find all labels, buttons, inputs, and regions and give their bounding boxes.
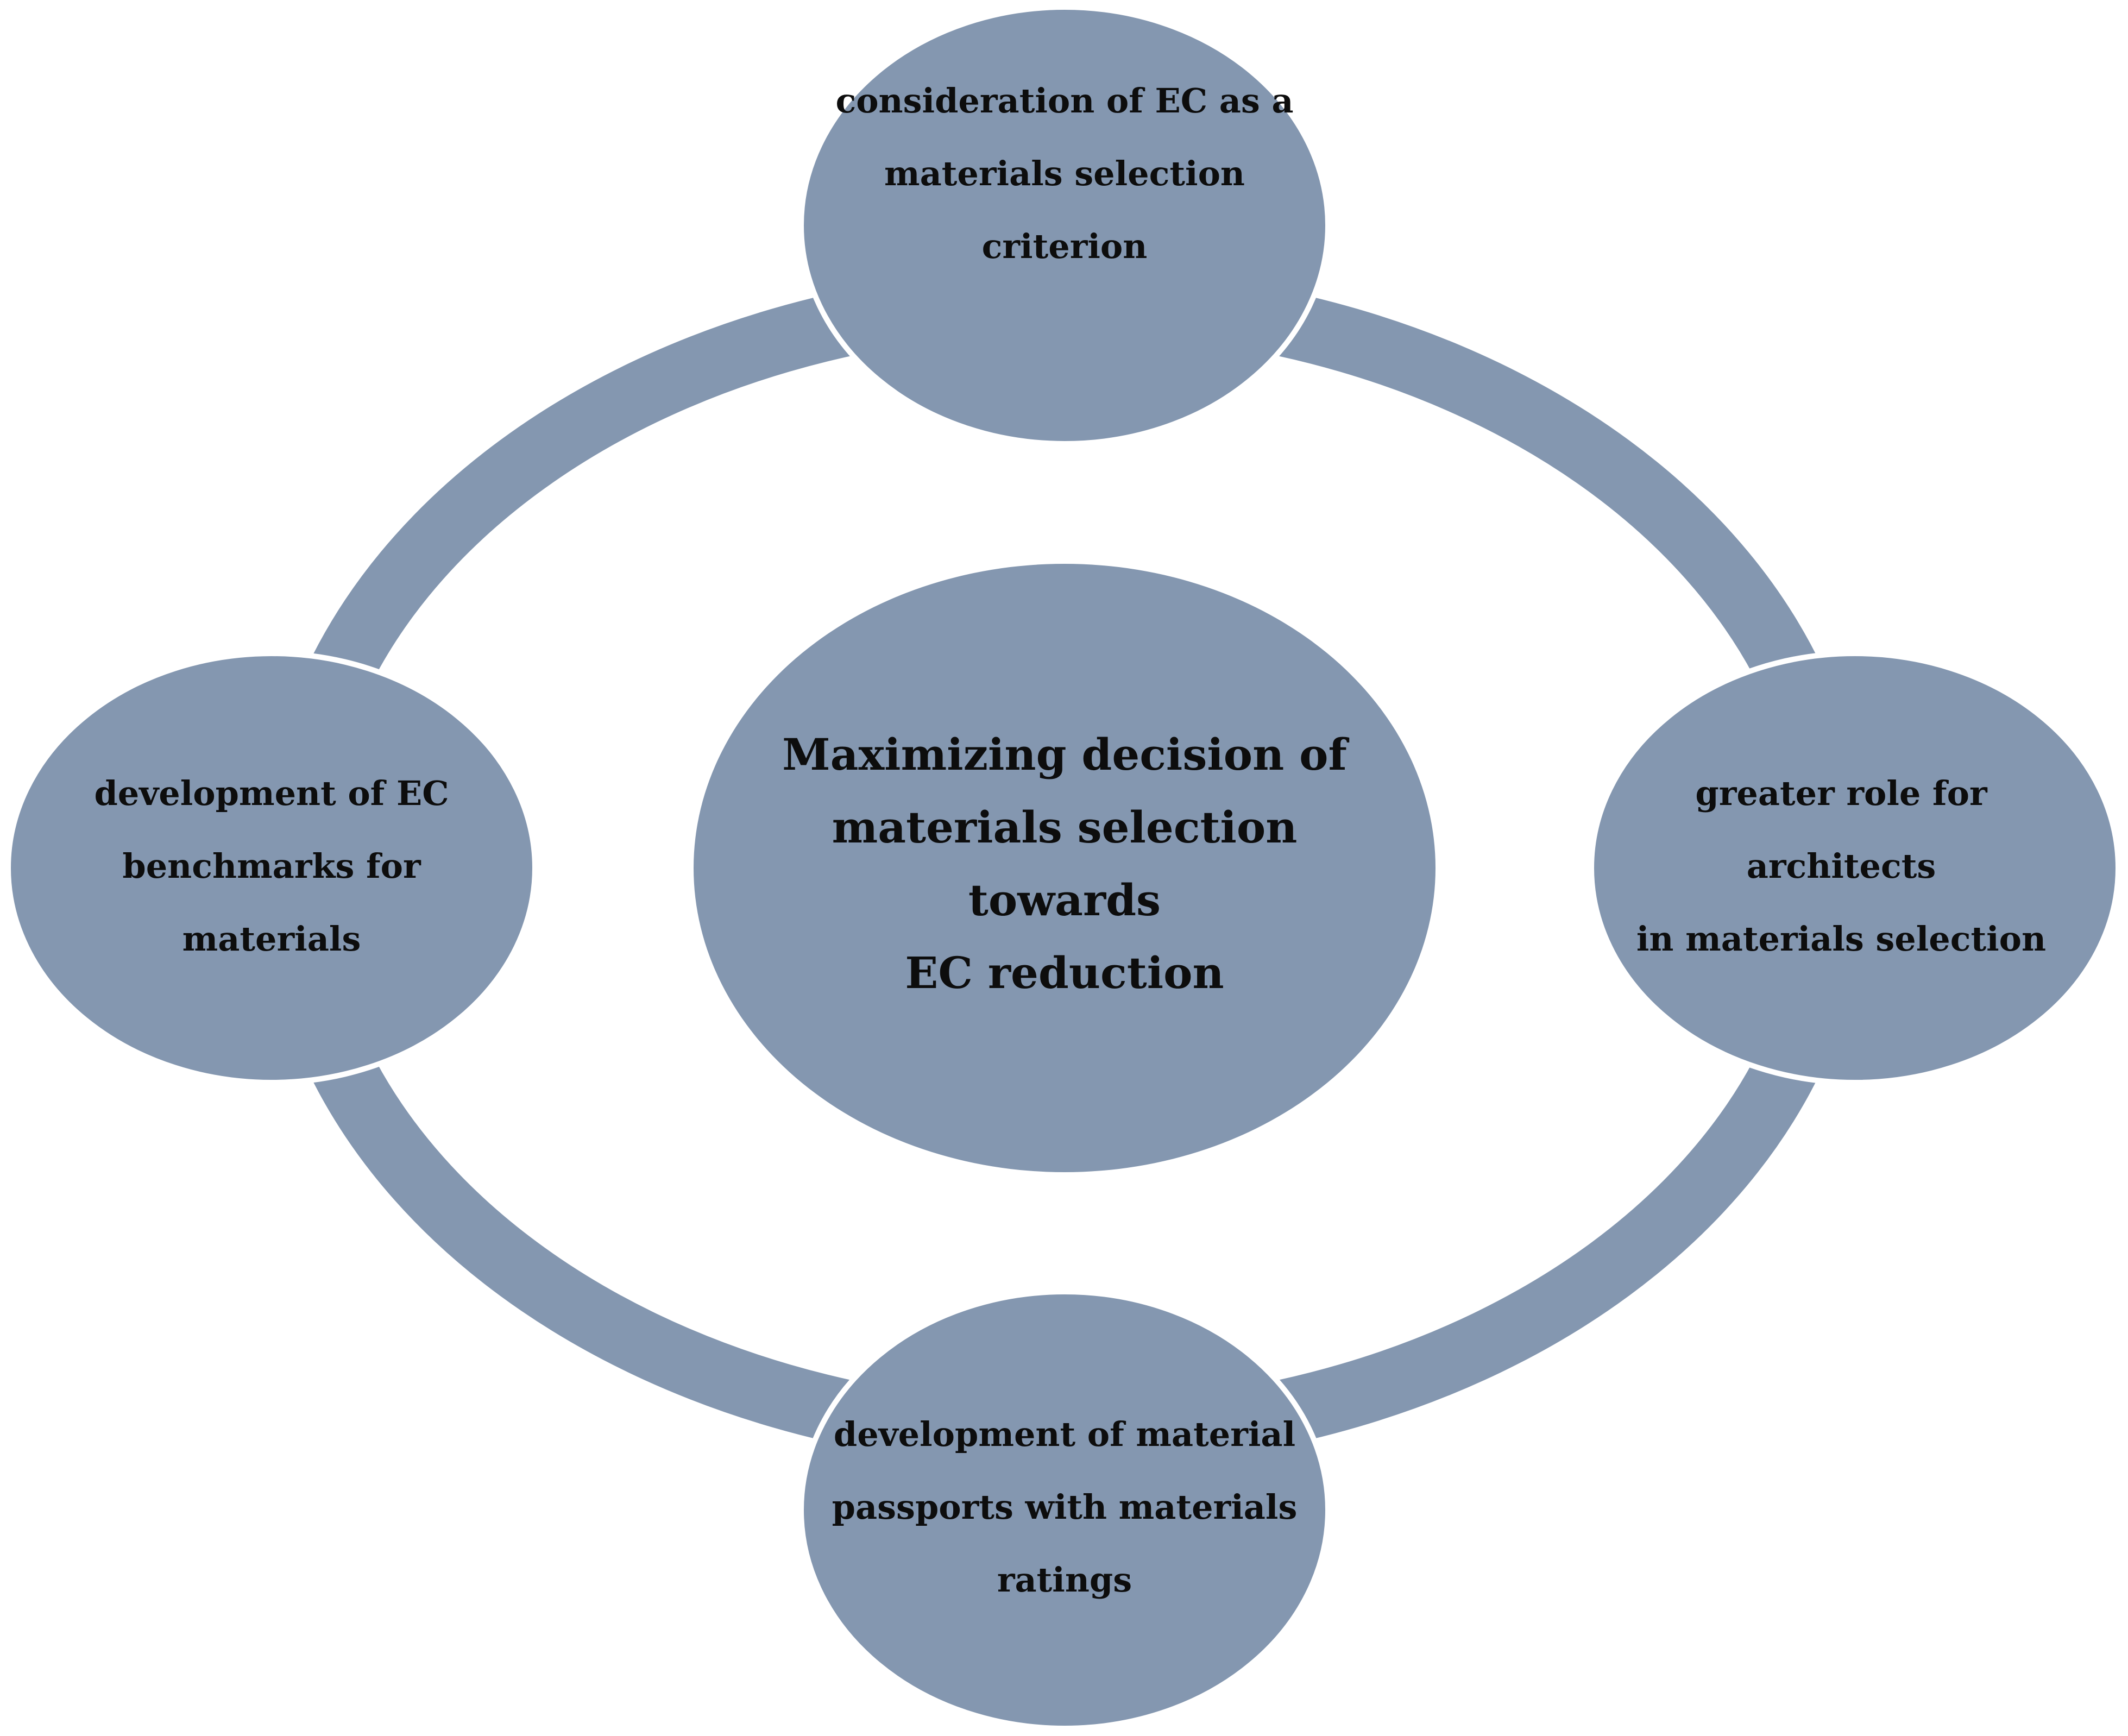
node-left-line-2: benchmarks for materials <box>122 846 421 959</box>
node-right-ellipse <box>1589 651 2121 1085</box>
node-top-ellipse <box>798 4 1331 446</box>
center-line-2: materials selection towards <box>832 802 1298 926</box>
node-bottom-ellipse <box>798 1289 1331 1731</box>
node-top-line-3: criterion <box>981 227 1148 266</box>
node-left-ellipse <box>5 651 538 1085</box>
node-top-label: consideration of EC as a materials selec… <box>826 81 1304 266</box>
center-ellipse <box>694 564 1436 1172</box>
node-bottom-line-3: ratings <box>997 1560 1132 1600</box>
node-right-line-2: in materials selection <box>1636 919 2047 959</box>
node-right-line-1: greater role for architects <box>1695 773 1987 886</box>
node-bottom-label: development of material passports with m… <box>826 1399 1304 1616</box>
center-label: Maximizing decision of materials selecti… <box>750 729 1380 998</box>
center-line-3: EC reduction <box>905 947 1224 998</box>
node-left-line-1: development of EC <box>94 773 449 813</box>
center-line-1: Maximizing decision of <box>782 729 1347 780</box>
node-bottom-line-2: passports with materials <box>832 1487 1298 1527</box>
node-bottom-line-1: development of material <box>833 1414 1296 1454</box>
node-top-line-1: consideration of EC as a <box>835 81 1294 121</box>
node-left-label: development of EC benchmarks for materia… <box>43 773 500 959</box>
node-top-line-2: materials selection <box>884 154 1245 193</box>
node-right-label: greater role for architects in materials… <box>1602 773 2080 959</box>
